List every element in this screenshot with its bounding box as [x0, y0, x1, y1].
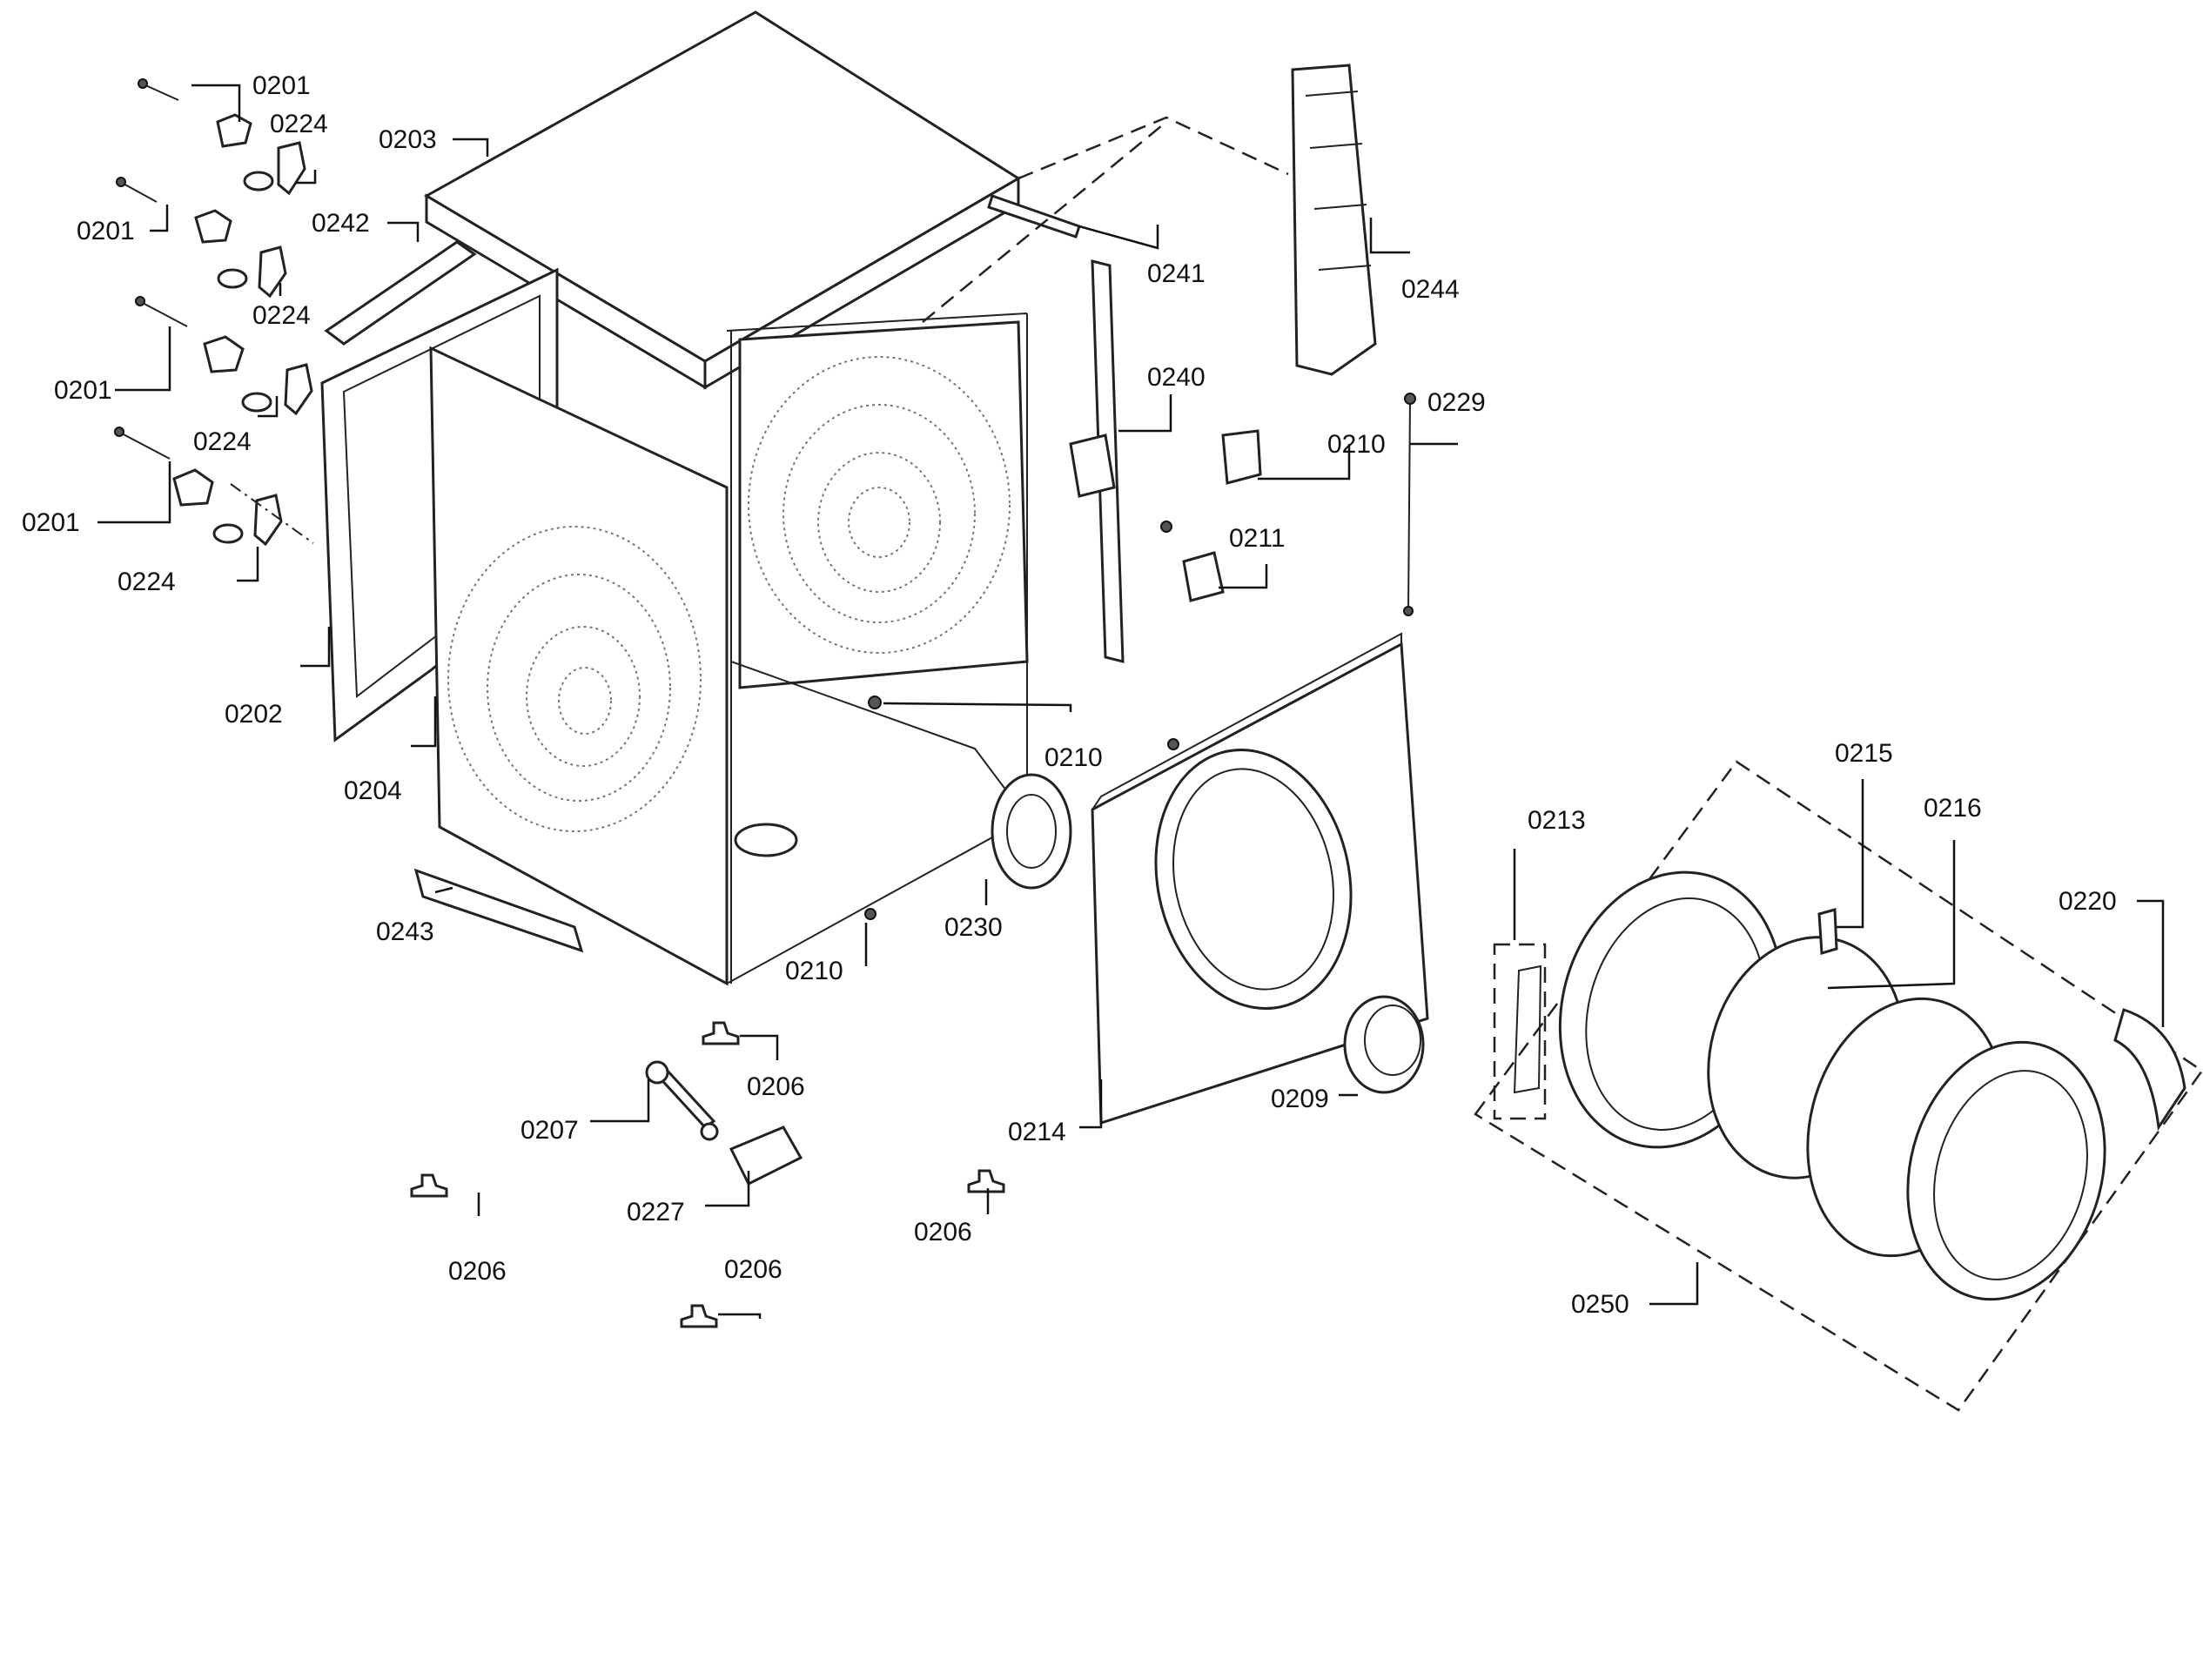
callout-0206-b: 0206 [448, 1257, 507, 1286]
callout-0210-c: 0210 [785, 957, 843, 985]
callout-0213: 0213 [1528, 806, 1586, 835]
callout-0214: 0214 [1008, 1118, 1066, 1146]
callout-0244: 0244 [1401, 275, 1460, 304]
callout-0224-d: 0224 [118, 568, 176, 596]
callout-0210-b: 0210 [1044, 743, 1103, 772]
callout-0242: 0242 [312, 209, 370, 238]
front-panel-0214 [1091, 632, 1429, 1126]
callout-0220: 0220 [2059, 887, 2117, 916]
callout-0216: 0216 [1924, 794, 1982, 823]
spring-0229 [1407, 400, 1411, 610]
callout-0201-a: 0201 [252, 71, 311, 100]
callout-0202: 0202 [225, 700, 283, 729]
callout-0204: 0204 [344, 776, 402, 805]
callout-0206-d: 0206 [914, 1218, 972, 1247]
back-assembly-outline [922, 116, 1289, 323]
callout-0241: 0241 [1147, 259, 1206, 288]
bottom-rail-0243 [413, 868, 584, 953]
cross-bracket-0242 [324, 240, 477, 346]
switch-0211 [1182, 551, 1225, 602]
leader-lines [97, 84, 2165, 1319]
callout-0209: 0209 [1271, 1085, 1329, 1113]
top-rail-0241 [987, 194, 1081, 239]
back-frame-0244 [1291, 64, 1377, 376]
door-assembly-0250 [1474, 760, 2203, 1412]
callout-0243: 0243 [376, 917, 434, 946]
callout-0240: 0240 [1147, 363, 1206, 392]
callout-0224-a: 0224 [270, 110, 328, 138]
callout-0201-c: 0201 [54, 376, 112, 405]
callout-0207: 0207 [521, 1116, 579, 1145]
callout-0201-b: 0201 [77, 217, 135, 245]
callout-0211: 0211 [1229, 524, 1286, 553]
callout-0224-b: 0224 [252, 301, 311, 330]
callout-0215: 0215 [1835, 739, 1893, 768]
callout-labels: 0201 0224 0201 0224 0201 0224 0201 0224 … [22, 71, 2117, 1319]
callout-0210-a: 0210 [1327, 430, 1386, 459]
callout-0230: 0230 [944, 913, 1003, 942]
callout-0227: 0227 [627, 1198, 685, 1226]
callout-0201-d: 0201 [22, 508, 80, 537]
feet-and-tools [410, 1021, 1005, 1328]
callout-0206-a: 0206 [747, 1072, 805, 1101]
callout-0250: 0250 [1571, 1290, 1629, 1319]
cabinet-housing [320, 10, 1072, 986]
hinge-screw-group [114, 78, 314, 547]
callout-0203: 0203 [379, 125, 437, 154]
callout-0224-c: 0224 [193, 427, 252, 456]
callout-0229: 0229 [1427, 388, 1486, 417]
door-lock-0210 [1221, 429, 1262, 485]
callout-0206-c: 0206 [724, 1255, 782, 1284]
